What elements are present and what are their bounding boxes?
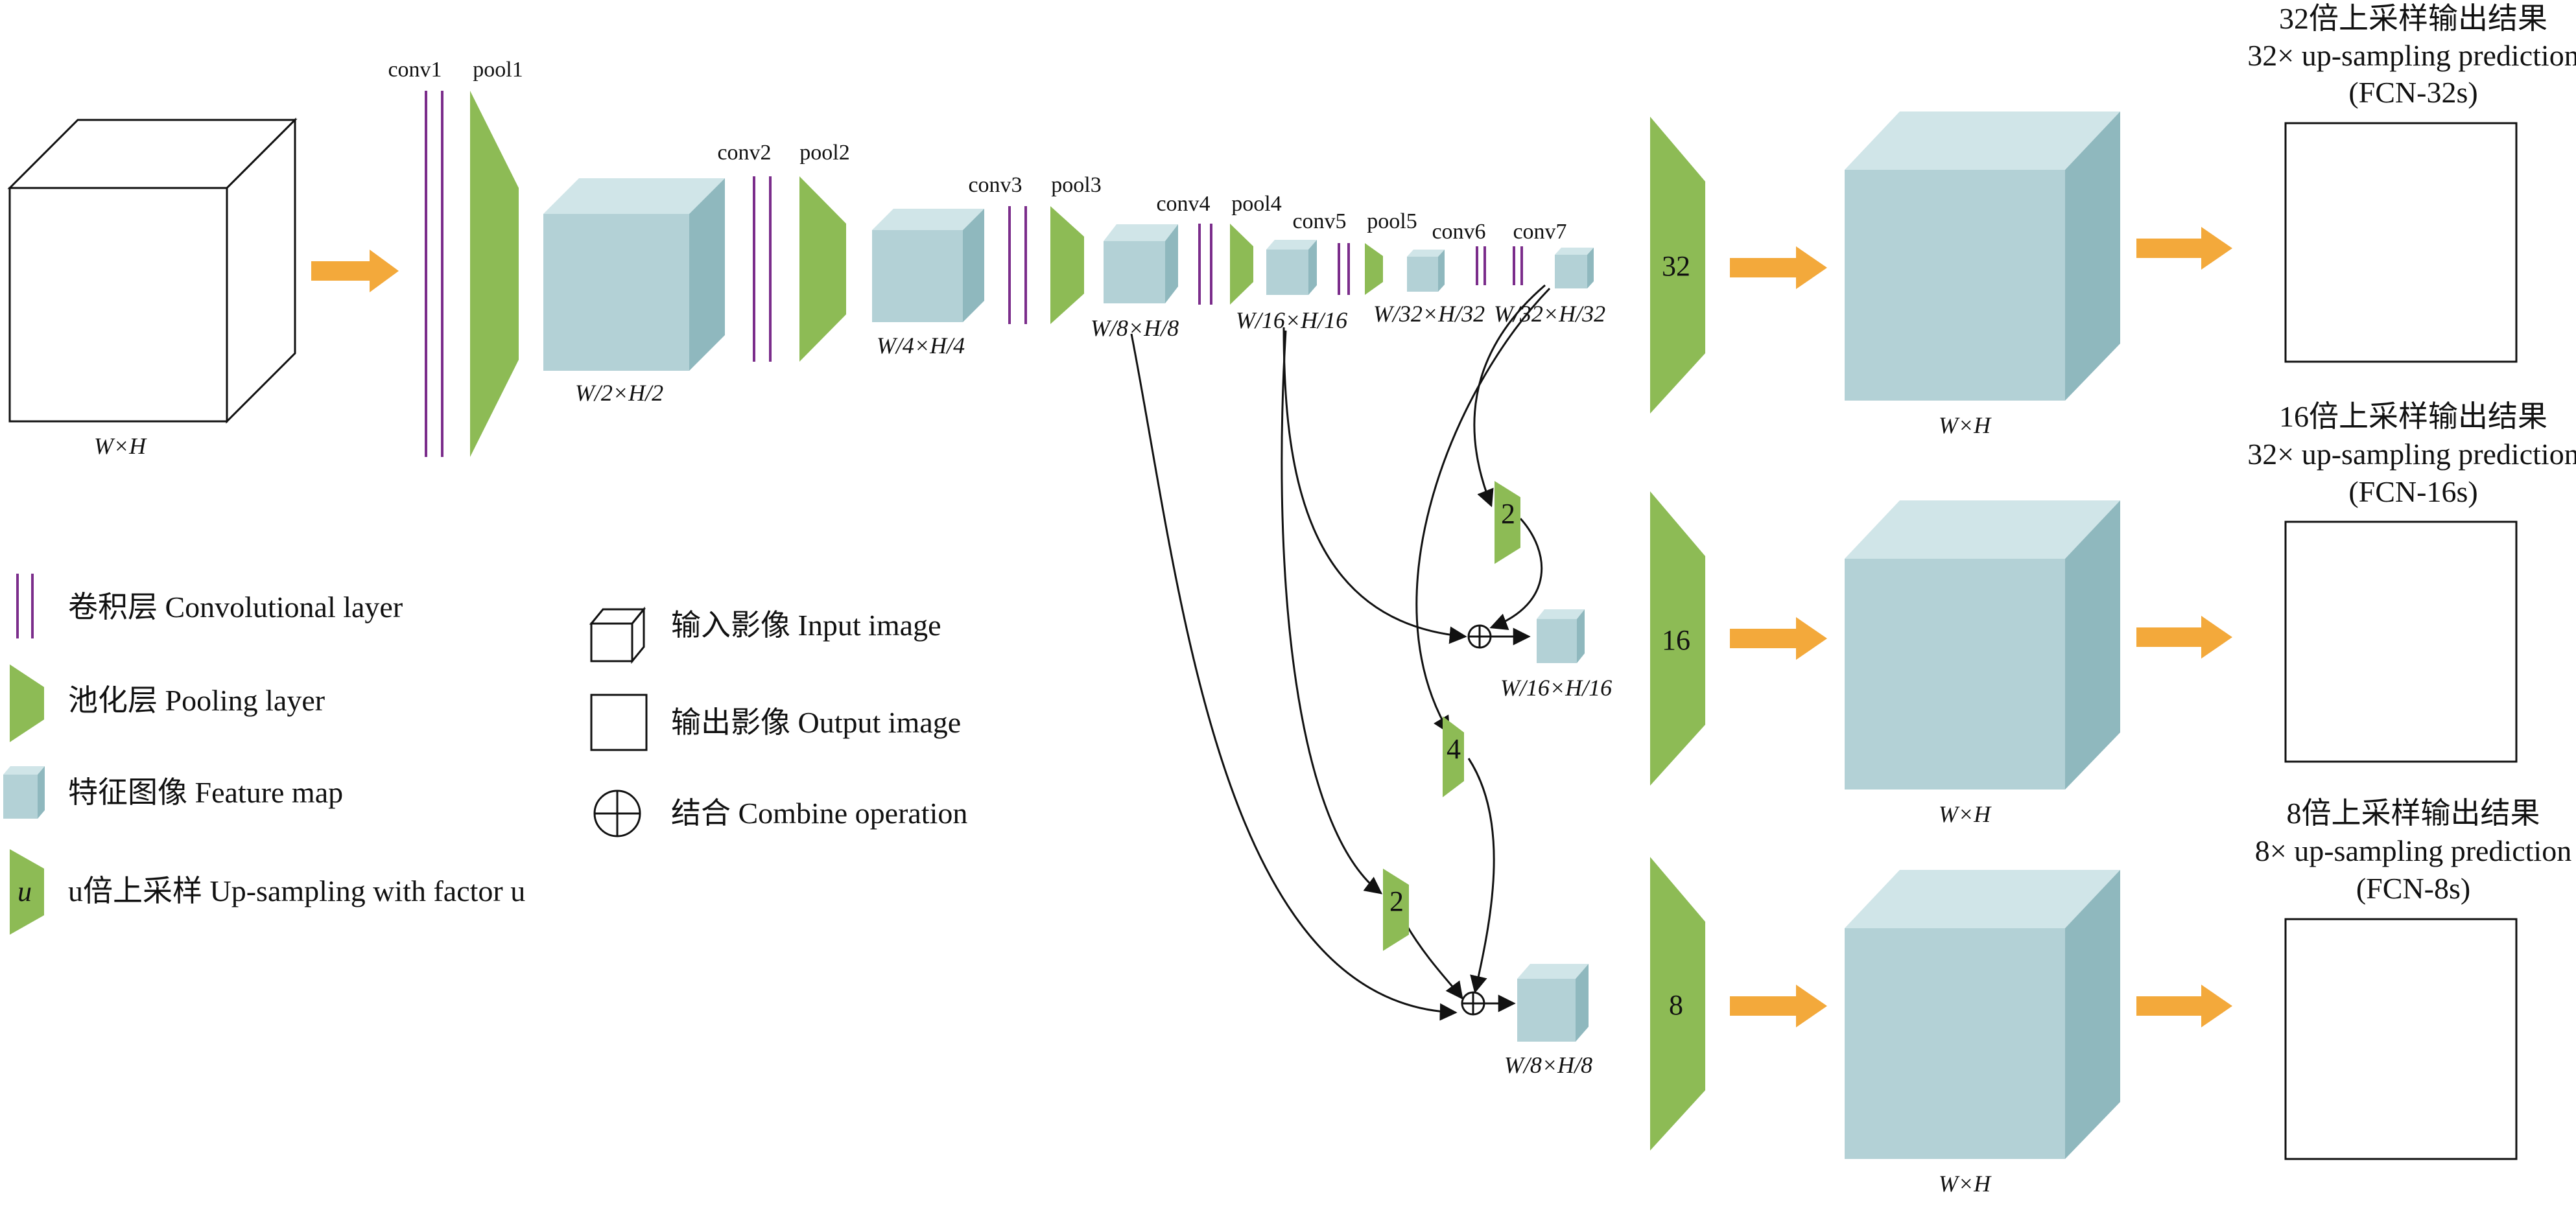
feature-map-7 — [1537, 609, 1585, 663]
conv7-layer — [1513, 246, 1523, 285]
legend-feature-icon — [3, 766, 45, 819]
feature-dim-4: W/16×H/16 — [1236, 307, 1347, 333]
legend-conv-label: 卷积层 Convolutional layer — [68, 591, 403, 624]
conv1-label: conv1 — [388, 58, 442, 82]
pool5-layer — [1365, 243, 1383, 295]
output-title-zh-1: 32倍上采样输出结果 — [2279, 2, 2547, 35]
legend-combine-icon — [593, 790, 641, 837]
conv7-label: conv7 — [1513, 220, 1566, 244]
pool1-label: pool1 — [473, 58, 523, 82]
legend-output-icon — [590, 694, 648, 751]
output-image-fcn8s — [2284, 918, 2518, 1160]
output-feature-map-1 — [1845, 111, 2120, 401]
pool1-layer — [470, 91, 519, 457]
legend-input-icon — [589, 606, 646, 664]
pool3-label: pool3 — [1051, 173, 1101, 197]
output-title-en-1: 32× up-sampling prediction — [2247, 39, 2576, 72]
flow-arrow — [1730, 985, 1827, 1027]
upsample-16x — [1650, 491, 1705, 786]
combine-operation-a — [1467, 624, 1492, 649]
output-title-en-3: 8× up-sampling prediction — [2255, 834, 2571, 867]
pool4-layer — [1230, 224, 1253, 305]
flow-arrow — [1730, 617, 1827, 660]
conv2-label: conv2 — [717, 141, 771, 165]
upsample-8x — [1650, 857, 1705, 1151]
upsample-4x-fcn8 — [1443, 716, 1464, 797]
output-title-zh-2: 16倍上采样输出结果 — [2279, 400, 2547, 433]
output-feature-map-2 — [1845, 500, 2120, 790]
legend: 卷积层 Convolutional layer 池化层 Pooling laye… — [3, 574, 967, 935]
feature-dim-6: W/32×H/32 — [1494, 301, 1605, 327]
output-image-fcn16s — [2284, 521, 2518, 763]
upsample-2x-fcn16 — [1495, 481, 1520, 564]
feature-map-4 — [1266, 240, 1317, 295]
input-dim-label: W×H — [94, 433, 147, 459]
output-image-fcn32s — [2284, 122, 2518, 363]
feature-dim-5: W/32×H/32 — [1373, 301, 1485, 327]
legend-combine-label: 结合 Combine operation — [671, 797, 967, 830]
feature-dim-3: W/8×H/8 — [1091, 315, 1179, 341]
pool2-label: pool2 — [799, 141, 849, 165]
conv1-layer — [425, 91, 443, 457]
feature-dim-2: W/4×H/4 — [877, 333, 965, 358]
feature-map-6 — [1555, 248, 1594, 288]
upsample-2x-fcn8 — [1383, 869, 1409, 951]
output-title-zh-3: 8倍上采样输出结果 — [2287, 797, 2540, 830]
upsample-factor-4: 4 — [1447, 733, 1461, 765]
pool3-layer — [1050, 206, 1084, 324]
legend-upsample-icon-label: u — [18, 876, 32, 907]
legend-output-label: 输出影像 Output image — [671, 706, 961, 739]
conv4-label: conv4 — [1156, 192, 1210, 216]
conv3-layer — [1008, 206, 1027, 324]
feature-map-3 — [1104, 224, 1178, 303]
upsample-factor-2b: 2 — [1389, 885, 1404, 917]
flow-arrow — [2136, 985, 2232, 1027]
feature-dim-1: W/2×H/2 — [575, 380, 663, 406]
upsample-factor-2a: 2 — [1501, 498, 1515, 530]
conv2-layer — [753, 176, 772, 362]
output-dim-2: W×H — [1939, 801, 1992, 827]
upsample-32x — [1650, 117, 1705, 414]
upsample-factor-8: 8 — [1669, 989, 1683, 1021]
legend-conv-icon — [16, 574, 34, 638]
legend-pool-label: 池化层 Pooling layer — [68, 684, 325, 717]
feature-map-8 — [1517, 964, 1589, 1042]
legend-feature-label: 特征图像 Feature map — [68, 776, 343, 809]
output-dim-1: W×H — [1939, 412, 1992, 438]
legend-pool-icon — [10, 664, 44, 742]
pool5-label: pool5 — [1367, 209, 1417, 233]
legend-upsample-label: u倍上采样 Up-sampling with factor u — [68, 874, 525, 907]
feature-dim-7: W/16×H/16 — [1500, 675, 1612, 701]
feature-map-5 — [1407, 250, 1445, 292]
legend-upsample-icon — [10, 849, 44, 935]
skip-connections — [1130, 284, 1551, 1021]
flow-arrow — [1730, 246, 1827, 289]
output-model-2: (FCN-16s) — [2348, 475, 2477, 508]
output-model-3: (FCN-8s) — [2356, 872, 2470, 905]
flow-arrow — [2136, 227, 2232, 270]
combine-operation-b — [1461, 991, 1485, 1016]
flow-arrow — [311, 250, 399, 292]
conv6-label: conv6 — [1432, 220, 1485, 244]
feature-dim-8: W/8×H/8 — [1504, 1052, 1592, 1078]
pool4-label: pool4 — [1231, 192, 1281, 216]
output-dim-3: W×H — [1939, 1171, 1992, 1197]
feature-map-1 — [543, 178, 725, 371]
conv4-layer — [1198, 224, 1212, 305]
upsample-factor-16: 16 — [1662, 624, 1690, 656]
conv6-layer — [1476, 246, 1486, 285]
output-feature-map-3 — [1845, 870, 2120, 1159]
conv5-label: conv5 — [1292, 209, 1346, 233]
input-image-cube — [7, 117, 298, 424]
conv3-label: conv3 — [968, 173, 1022, 197]
flow-arrow — [2136, 616, 2232, 659]
conv5-layer — [1338, 243, 1350, 295]
output-title-en-2: 32× up-sampling prediction — [2247, 438, 2576, 471]
upsample-factor-32: 32 — [1662, 250, 1690, 282]
feature-map-2 — [872, 209, 984, 322]
pool2-layer — [799, 176, 846, 362]
legend-input-label: 输入影像 Input image — [671, 609, 941, 642]
output-model-1: (FCN-32s) — [2348, 76, 2477, 109]
